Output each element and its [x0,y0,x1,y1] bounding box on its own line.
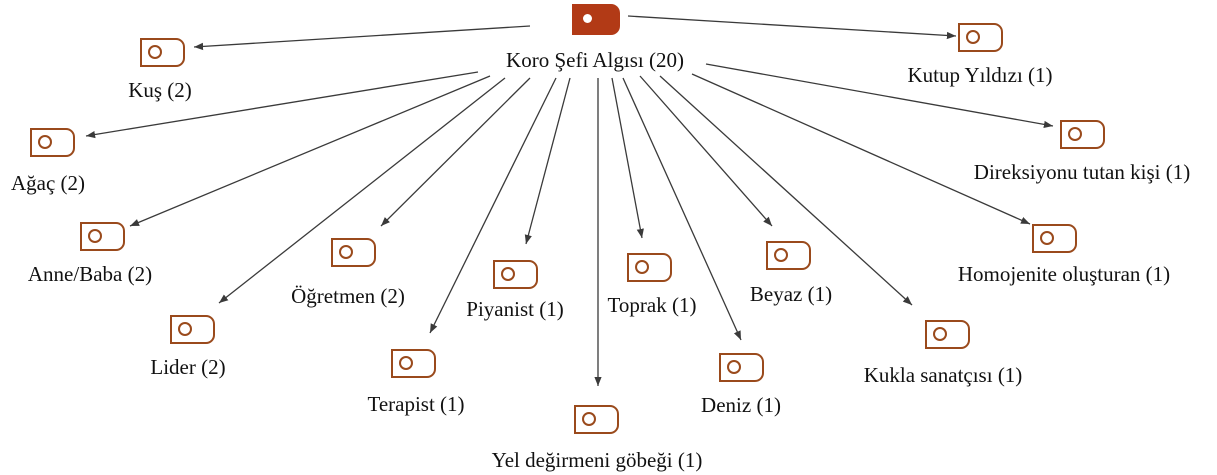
terapist-icon-dot [399,356,413,370]
lider-code-node-icon[interactable] [170,315,215,344]
code-label-piyanist: Piyanist (1) [466,297,564,321]
edge-root-to-agac [85,71,479,139]
agac-icon-dot [38,135,52,149]
code-label-deniz: Deniz (1) [701,393,781,417]
beyaz-icon-dot [774,248,788,262]
ogretmen-icon-dot [339,245,353,259]
edge-root-to-kutup [627,15,957,40]
kutup-code-node-icon[interactable] [958,23,1003,52]
code-label-kus: Kuş (2) [128,78,192,102]
edge-root-to-toprak [611,77,644,239]
direksiyon-code-node-icon[interactable] [1060,120,1105,149]
edge-root-to-deniz [622,77,742,341]
code-label-agac: Ağaç (2) [10,171,86,195]
edge-root-to-terapist [429,77,557,334]
code-label-beyaz: Beyaz (1) [749,282,833,306]
piyanist-icon-dot [501,267,515,281]
toprak-icon-dot [635,260,649,274]
terapist-code-node-icon[interactable] [391,349,436,378]
homojenite-code-node-icon[interactable] [1032,224,1077,253]
edge-root-to-piyanist [524,77,571,245]
yel-degirmeni-icon-dot [582,412,596,426]
root-code-icon-dot [583,14,592,23]
kutup-icon-dot [966,30,980,44]
piyanist-code-node-icon[interactable] [493,260,538,289]
deniz-icon-dot [727,360,741,374]
code-label-kukla: Kukla sanatçısı (1) [863,363,1023,387]
lider-icon-dot [178,322,192,336]
code-label-toprak: Toprak (1) [607,293,697,317]
edge-root-to-direksiyon [705,63,1054,128]
edge-root-to-beyaz [639,75,773,227]
kukla-icon-dot [933,327,947,341]
code-label-direksiyon: Direksiyonu tutan kişi (1) [973,160,1191,184]
root-code-label: Koro Şefi Algısı (20) [506,48,684,72]
edge-root-to-anne-baba [129,75,491,227]
code-label-kutup: Kutup Yıldızı (1) [907,63,1053,87]
direksiyon-icon-dot [1068,127,1082,141]
code-label-lider: Lider (2) [150,355,226,379]
kukla-code-node-icon[interactable] [925,320,970,349]
edge-root-to-ogretmen [380,77,531,227]
edge-root-to-kus [193,25,531,51]
kus-icon-dot [148,45,162,59]
edge-root-to-lider [218,77,506,304]
kus-code-node-icon[interactable] [140,38,185,67]
code-label-anne-baba: Anne/Baba (2) [27,262,153,286]
code-label-yel-degirmeni: Yel değirmeni göbeği (1) [491,448,703,472]
code-label-terapist: Terapist (1) [367,392,465,416]
toprak-code-node-icon[interactable] [627,253,672,282]
edge-root-to-kukla [659,75,913,306]
homojenite-icon-dot [1040,231,1054,245]
deniz-code-node-icon[interactable] [719,353,764,382]
beyaz-code-node-icon[interactable] [766,241,811,270]
anne-baba-icon-dot [88,229,102,243]
root-code-icon[interactable] [572,4,620,35]
code-label-ogretmen: Öğretmen (2) [291,284,405,308]
edge-root-to-homojenite [691,73,1031,225]
anne-baba-code-node-icon[interactable] [80,222,125,251]
code-label-homojenite: Homojenite oluşturan (1) [957,262,1171,286]
ogretmen-code-node-icon[interactable] [331,238,376,267]
yel-degirmeni-code-node-icon[interactable] [574,405,619,434]
agac-code-node-icon[interactable] [30,128,75,157]
